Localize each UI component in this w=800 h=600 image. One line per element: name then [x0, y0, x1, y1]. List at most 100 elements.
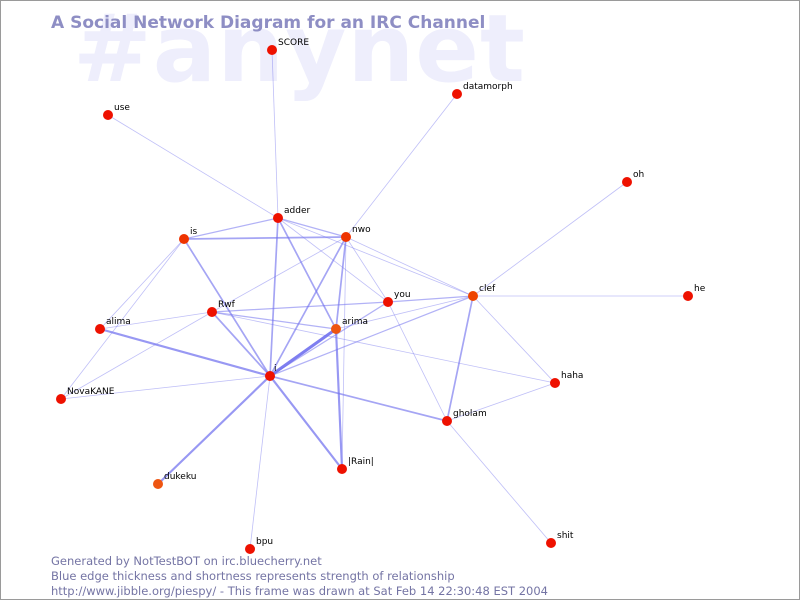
- node-marker: [265, 371, 275, 381]
- footer-legend-note: Blue edge thickness and shortness repres…: [51, 569, 455, 583]
- edge-rwf-alima: [99, 311, 213, 330]
- node-marker: [245, 544, 255, 554]
- node-label: arima: [342, 317, 368, 327]
- edge-gholam-shit: [446, 420, 552, 544]
- edge-clef-haha: [472, 295, 556, 384]
- edge-i-gholam: [269, 375, 448, 422]
- edge-rwf-novakane: [60, 311, 213, 400]
- node-gholam: gholam: [442, 409, 487, 426]
- node-rain: |Rain|: [337, 457, 374, 474]
- node-marker: [179, 234, 189, 244]
- edge-clef-gholam: [446, 295, 474, 422]
- node-dukeku: dukeku: [153, 472, 196, 489]
- node-marker: [683, 291, 693, 301]
- node-marker: [622, 177, 632, 187]
- edge-score-adder: [271, 49, 279, 219]
- edge-adder-i: [269, 217, 279, 377]
- node-label: |Rain|: [348, 457, 374, 467]
- node-marker: [546, 538, 556, 548]
- node-label: i: [274, 364, 277, 374]
- edge-is-nwo: [183, 236, 347, 240]
- edge-clef-i: [269, 295, 474, 377]
- node-marker: [468, 291, 478, 301]
- node-score: SCORE: [267, 38, 309, 55]
- node-label: alima: [106, 317, 131, 327]
- node-marker: [95, 324, 105, 334]
- edge-adder-arima: [277, 217, 337, 330]
- edge-alima-i: [98, 327, 272, 378]
- node-label: oh: [633, 170, 644, 180]
- node-use: use: [103, 103, 130, 120]
- node-label: adder: [284, 206, 310, 216]
- edge-nwo-clef: [345, 236, 474, 297]
- edge-arima-i: [268, 327, 338, 378]
- edge-use-adder: [107, 114, 279, 219]
- edge-rwf-haha: [211, 311, 556, 384]
- node-rwf: Rwf: [207, 300, 236, 317]
- edge-you-rwf: [211, 301, 389, 313]
- edge-i-rain: [268, 374, 344, 471]
- node-label: clef: [479, 284, 496, 294]
- node-marker: [383, 297, 393, 307]
- edge-rwf-arima: [211, 311, 337, 330]
- edges-layer: [60, 49, 689, 550]
- edge-oh-clef: [472, 181, 628, 297]
- node-is: is: [179, 227, 198, 244]
- node-marker: [341, 232, 351, 242]
- edge-nwo-arima: [335, 236, 347, 330]
- edge-clef-arima: [335, 295, 474, 330]
- node-marker: [207, 307, 217, 317]
- edge-adder-is: [183, 217, 279, 240]
- node-marker: [56, 394, 66, 404]
- node-nwo: nwo: [341, 225, 371, 242]
- node-he: he: [683, 284, 706, 301]
- node-label: Rwf: [218, 300, 236, 310]
- node-marker: [452, 89, 462, 99]
- footer-generated-by: Generated by NotTestBOT on irc.bluecherr…: [51, 554, 322, 568]
- node-label: bpu: [256, 537, 273, 547]
- node-marker: [273, 213, 283, 223]
- edge-nwo-rain: [341, 236, 347, 470]
- node-marker: [550, 378, 560, 388]
- node-adder: adder: [273, 206, 310, 223]
- edge-is-i: [183, 238, 271, 377]
- node-i: i: [265, 364, 277, 381]
- edge-datamorph-nwo: [345, 93, 458, 238]
- node-label: haha: [561, 371, 583, 381]
- node-datamorph: datamorph: [452, 82, 513, 99]
- edge-adder-nwo: [277, 217, 347, 238]
- node-label: use: [114, 103, 130, 113]
- node-marker: [331, 324, 341, 334]
- node-haha: haha: [550, 371, 583, 388]
- node-shit: shit: [546, 531, 574, 548]
- node-arima: arima: [331, 317, 368, 334]
- node-marker: [153, 479, 163, 489]
- node-bpu: bpu: [245, 537, 273, 554]
- channel-watermark: #anynet: [73, 0, 526, 104]
- node-label: is: [190, 227, 198, 237]
- edge-nwo-you: [345, 236, 389, 303]
- node-marker: [442, 416, 452, 426]
- node-alima: alima: [95, 317, 131, 334]
- node-marker: [103, 110, 113, 120]
- node-label: datamorph: [463, 82, 513, 92]
- node-label: you: [394, 290, 411, 300]
- edge-you-gholam: [387, 301, 448, 422]
- node-label: gholam: [453, 409, 487, 419]
- edge-adder-clef: [277, 217, 474, 297]
- edge-is-novakane: [60, 238, 185, 400]
- node-label: dukeku: [164, 472, 196, 482]
- node-label: SCORE: [278, 38, 309, 48]
- edge-i-bpu: [249, 375, 271, 550]
- node-novakane: NovaKANE: [56, 387, 115, 404]
- edge-is-alima: [99, 238, 185, 330]
- footer: Generated by NotTestBOT on irc.bluecherr…: [51, 554, 548, 599]
- edge-i-dukeku: [156, 374, 272, 486]
- node-you: you: [383, 290, 411, 307]
- edge-nwo-rwf: [211, 236, 347, 313]
- node-clef: clef: [468, 284, 496, 301]
- node-label: NovaKANE: [67, 387, 115, 397]
- node-marker: [337, 464, 347, 474]
- edge-i-novakane: [60, 375, 271, 400]
